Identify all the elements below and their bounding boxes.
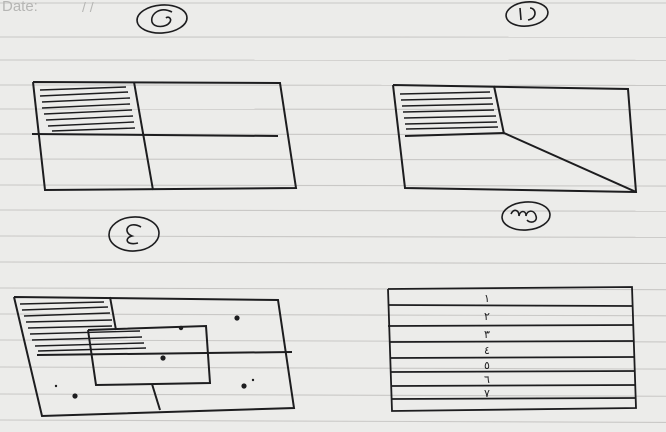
- ruled-line: [0, 367, 666, 369]
- stripe-numbers: ١ ٢ ٣ ٤ ٥٦٧: [484, 292, 490, 400]
- ruled-line: [0, 109, 666, 110]
- ruled-line: [0, 185, 666, 186]
- stripe-number: ٣: [484, 328, 490, 341]
- ruled-line: [0, 314, 666, 316]
- ruled-line: [0, 210, 666, 211]
- hatched-cell: [20, 302, 146, 351]
- stripe-number: ٦: [484, 373, 490, 386]
- sketch-grid-2x2: [32, 82, 296, 190]
- sketch-marker-2: [136, 3, 188, 34]
- ruled-lines: [0, 3, 666, 422]
- date-separators: / /: [82, 0, 94, 15]
- page-header: Date: / /: [2, 0, 94, 15]
- stripe-number: ٢: [484, 310, 490, 323]
- ruled-line: [0, 394, 666, 396]
- ruled-line: [0, 236, 666, 237]
- sketch-stripes: [388, 287, 636, 411]
- ruled-line: [0, 420, 666, 422]
- stripe-number: ٤: [484, 344, 490, 357]
- sketch-diagonal-layout: [393, 85, 636, 192]
- stripe-number: ٥: [484, 359, 490, 372]
- ruled-line: [0, 262, 666, 264]
- hatched-cell: [400, 92, 498, 129]
- stripe-number: ٧: [484, 387, 490, 400]
- stripe-number: ١: [484, 292, 490, 305]
- date-label: Date:: [2, 0, 38, 15]
- sketch-marker-4: [108, 216, 160, 253]
- sketch-marker-3: [501, 200, 551, 231]
- sketch-marker-1: [505, 0, 549, 28]
